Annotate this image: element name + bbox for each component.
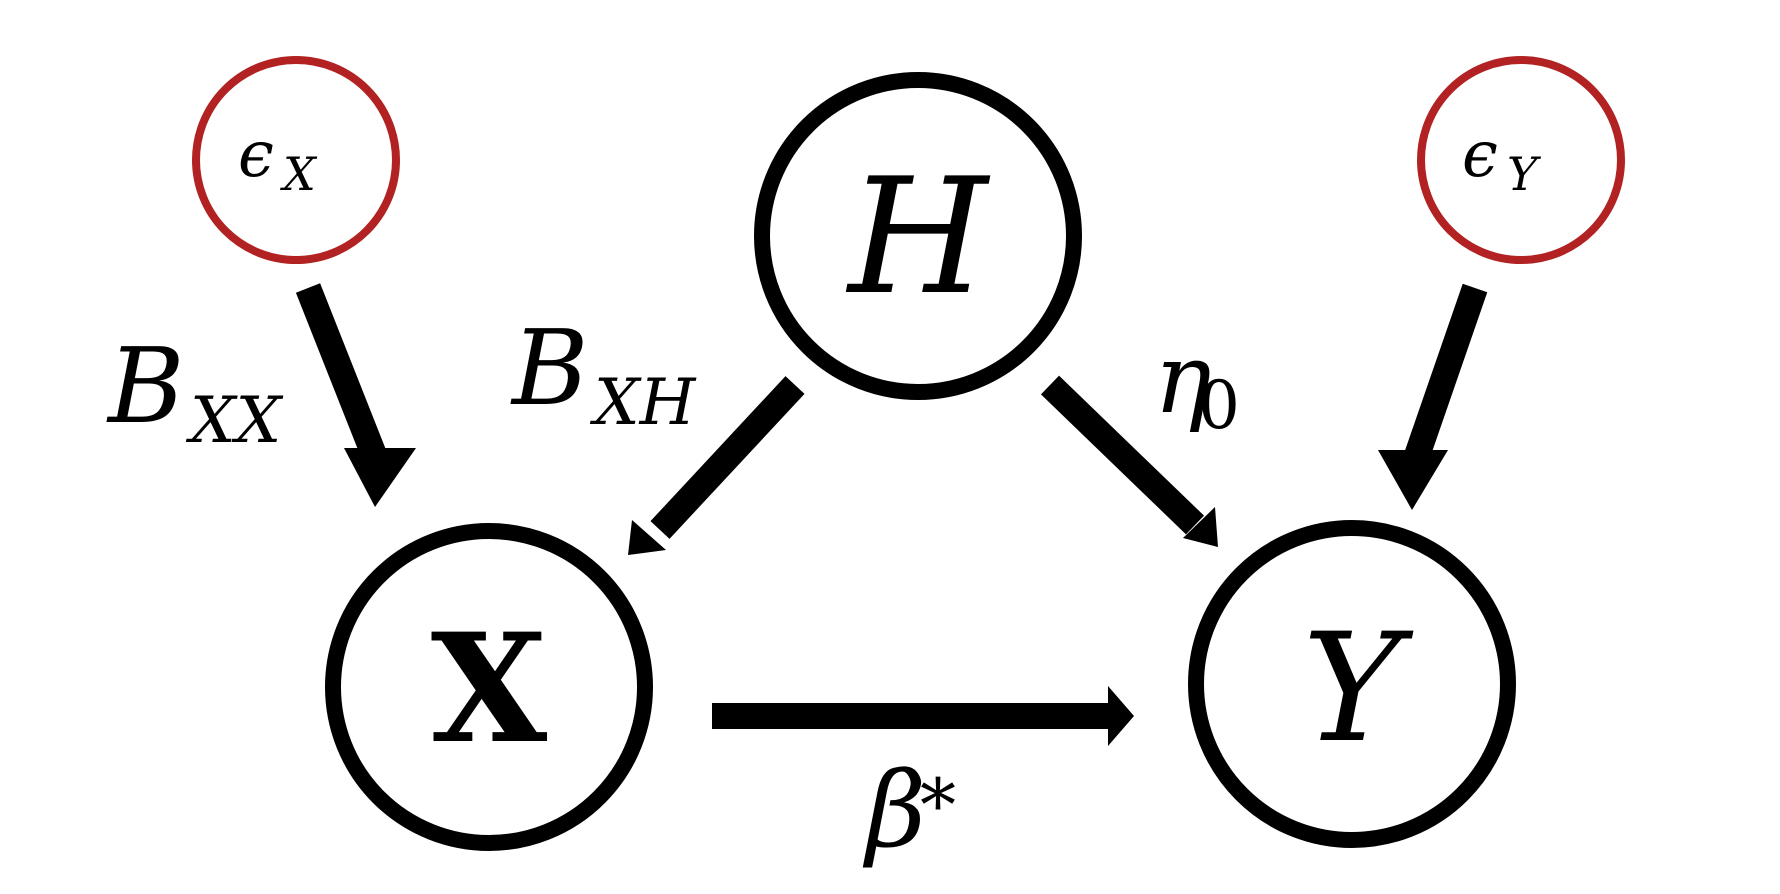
node-eps-x-sub: X bbox=[280, 147, 318, 201]
label-eta0-symbol: η bbox=[1154, 323, 1212, 435]
node-x: X bbox=[325, 523, 653, 851]
node-h: H bbox=[754, 72, 1082, 400]
edge-eps-x-to-x bbox=[295, 283, 416, 507]
label-beta-sup: * bbox=[920, 763, 956, 847]
label-beta-symbol: β bbox=[862, 749, 926, 871]
edge-h-to-x bbox=[628, 376, 805, 555]
edge-eps-y-to-y bbox=[1378, 283, 1488, 510]
label-bxh-sub: XH bbox=[589, 366, 697, 440]
node-eps-x: ϵ X bbox=[192, 56, 400, 264]
edge-x-to-y bbox=[712, 686, 1134, 746]
label-bxh-symbol: B bbox=[510, 307, 588, 429]
label-eta0: η 0 bbox=[1154, 323, 1240, 444]
label-bxx: B XX bbox=[106, 325, 284, 458]
node-h-symbol: H bbox=[845, 143, 991, 330]
label-bxx-sub: XX bbox=[185, 384, 284, 458]
label-beta-star: β * bbox=[862, 749, 956, 871]
edge-h-to-y bbox=[1040, 375, 1218, 547]
label-bxh: B XH bbox=[510, 307, 697, 440]
node-x-symbol: X bbox=[431, 601, 548, 777]
node-y: Y bbox=[1188, 520, 1516, 848]
node-eps-y-sub: Y bbox=[1507, 147, 1542, 201]
node-eps-y: ϵ Y bbox=[1417, 56, 1625, 264]
node-y-symbol: Y bbox=[1302, 602, 1413, 776]
node-eps-x-symbol: ϵ bbox=[238, 118, 274, 192]
label-eta0-sub: 0 bbox=[1198, 367, 1240, 444]
node-eps-y-symbol: ϵ bbox=[1462, 118, 1498, 192]
label-bxx-symbol: B bbox=[106, 325, 184, 447]
